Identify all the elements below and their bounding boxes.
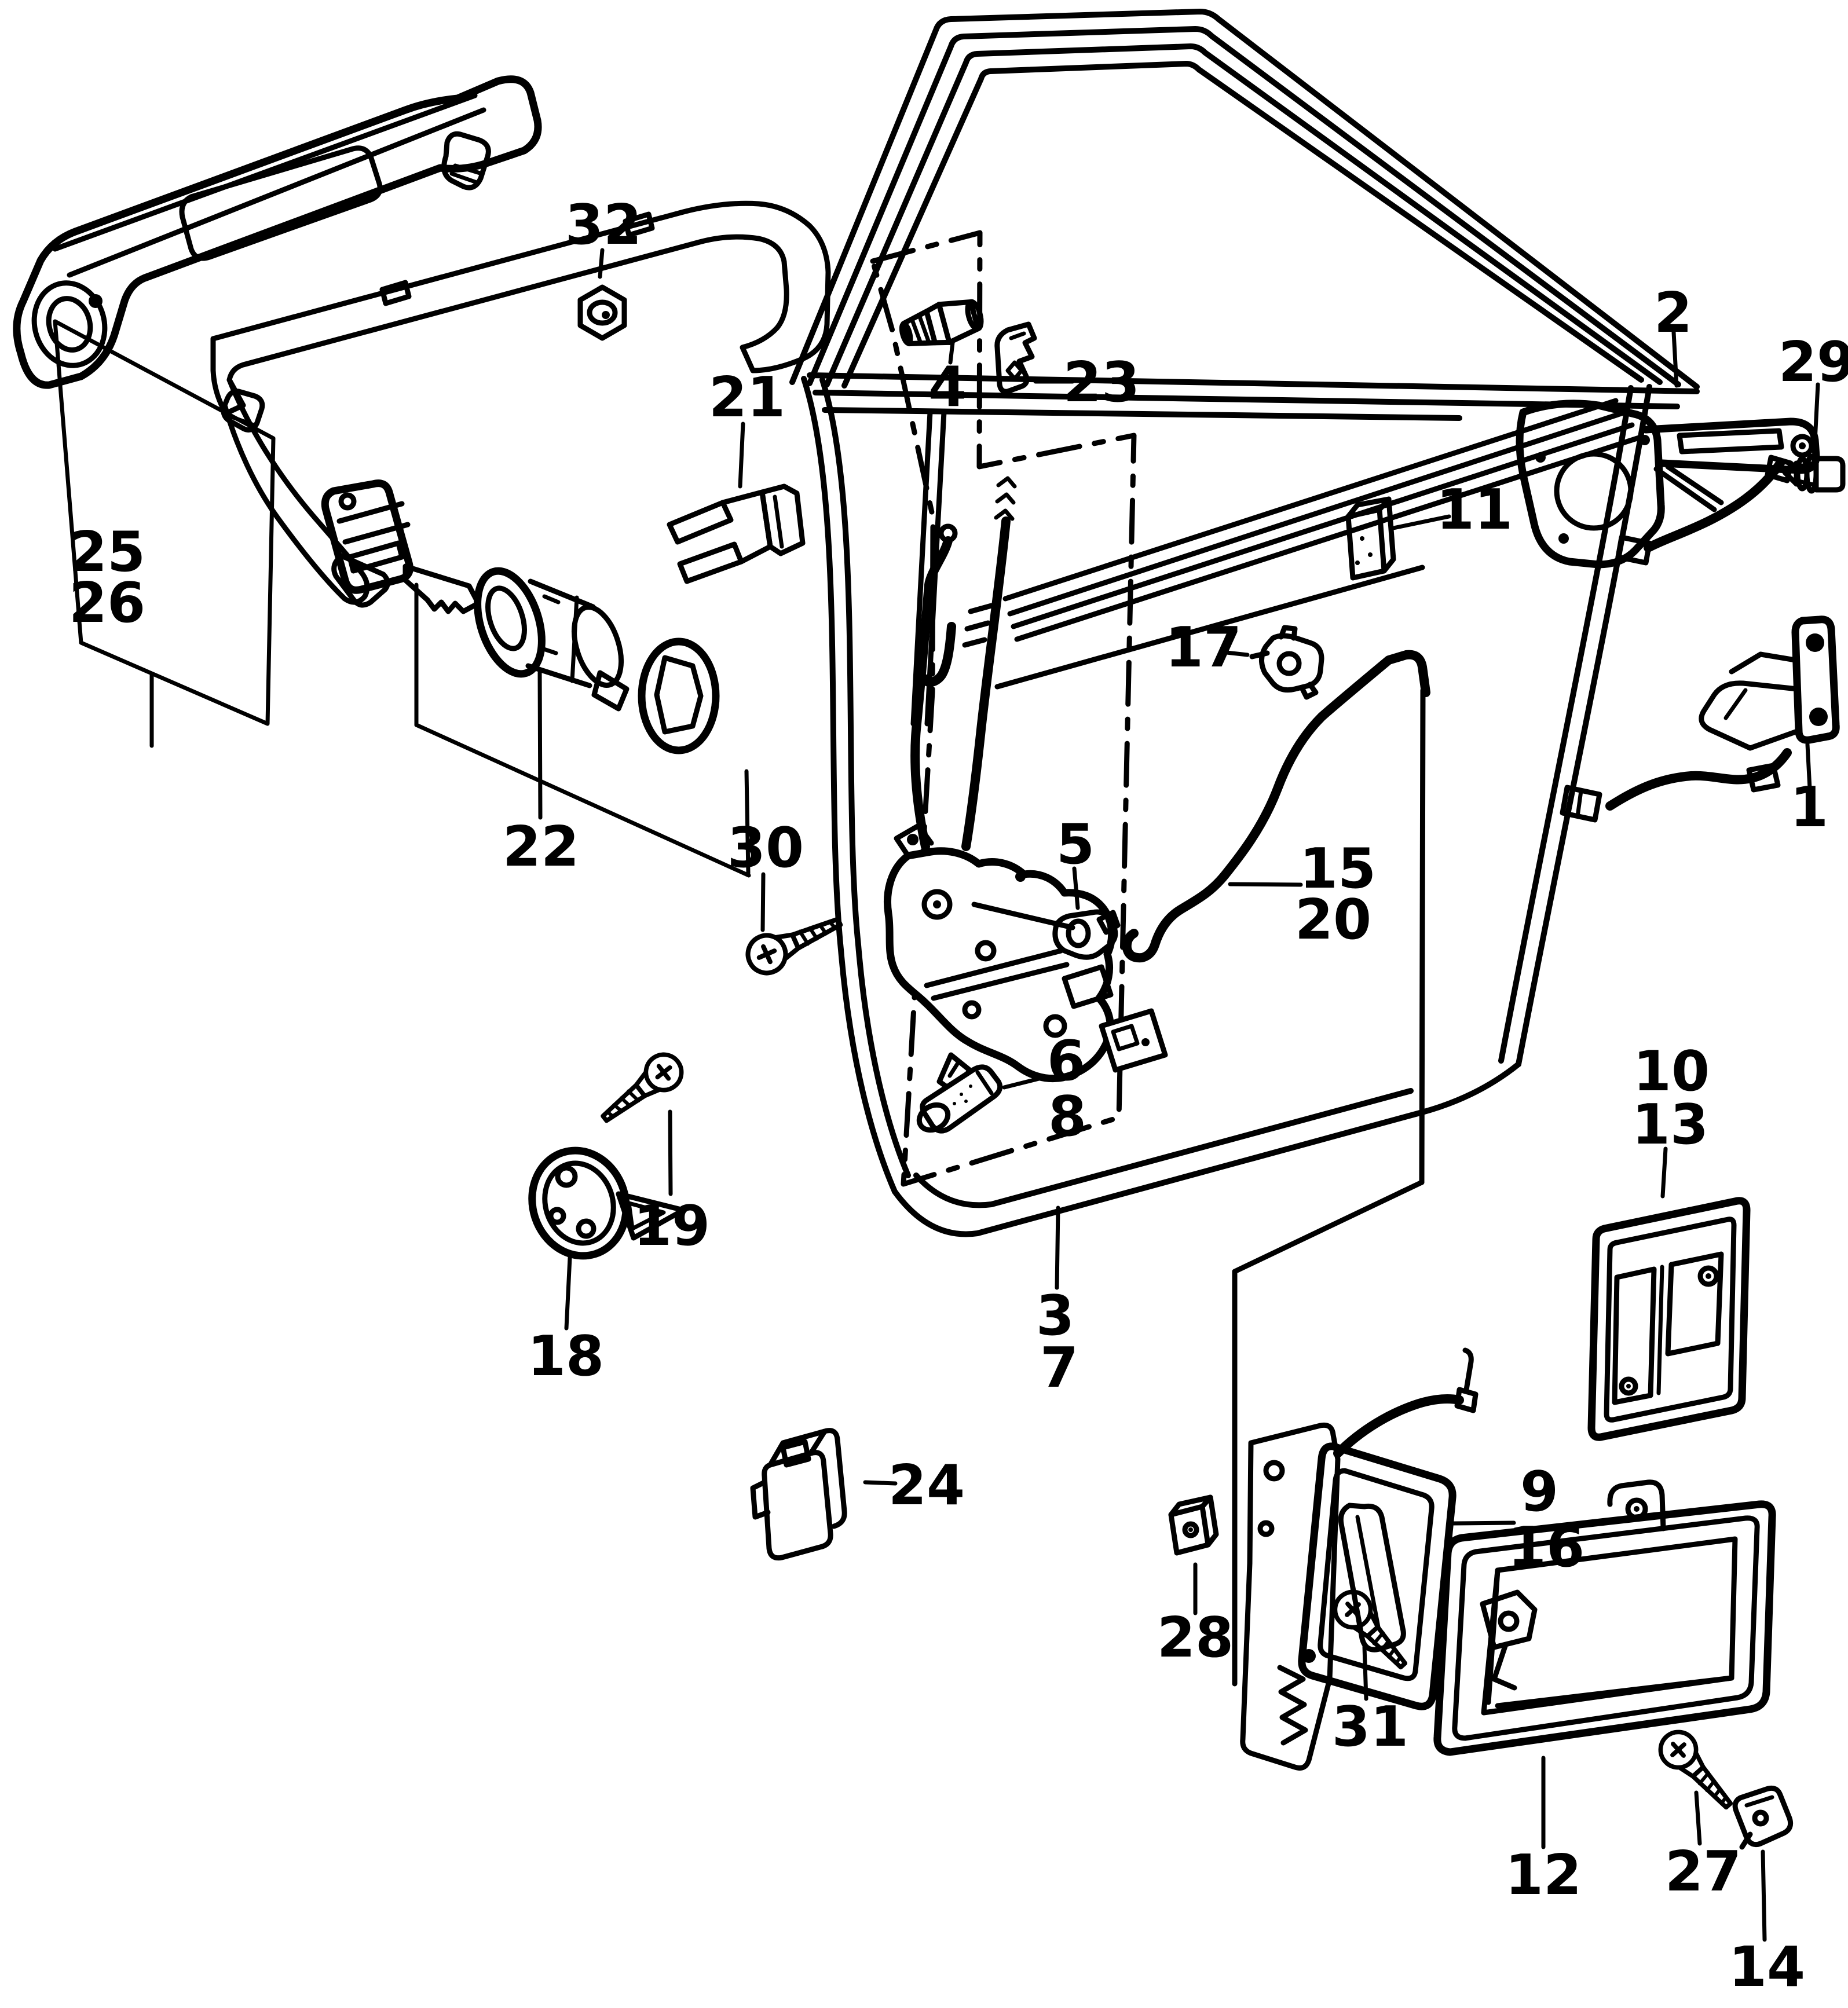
part-number-30: 30 xyxy=(727,816,804,880)
screw-30 xyxy=(742,905,847,979)
part-number-3: 3 xyxy=(1036,1284,1074,1348)
pocket-clip xyxy=(1732,1785,1794,1850)
part-number-7: 7 xyxy=(1040,1336,1078,1400)
part-number-1: 1 xyxy=(1790,776,1828,840)
callout-11-leader-0 xyxy=(1391,514,1451,530)
callout-14-leader-0 xyxy=(1761,1849,1767,1942)
part-number-2: 2 xyxy=(1654,281,1692,345)
part-number-29: 29 xyxy=(1779,331,1848,394)
door-pocket xyxy=(1433,1479,1776,1756)
cushion-block xyxy=(1345,496,1396,581)
callout-10-13-leader-0 xyxy=(1660,1146,1668,1199)
handle-clip xyxy=(1168,1494,1219,1556)
part-number-25: 25 xyxy=(69,521,145,584)
hinge-bolt xyxy=(1782,453,1846,494)
rod-snap-clip xyxy=(1052,909,1121,960)
part-number-17: 17 xyxy=(1165,616,1242,680)
callout-24-leader-0 xyxy=(863,1480,898,1486)
part-number-8: 8 xyxy=(1048,1085,1086,1149)
callout-29-leader-0 xyxy=(1813,382,1820,444)
part-number-9: 9 xyxy=(1520,1460,1558,1524)
part-number-21: 21 xyxy=(709,366,785,430)
callout-31-leader-0 xyxy=(1362,1644,1368,1701)
door-panel xyxy=(801,372,1700,1237)
callout-3-7-leader-0 xyxy=(1055,1205,1060,1290)
callout-21-leader-0 xyxy=(738,422,745,489)
nut xyxy=(577,284,627,341)
part-number-12: 12 xyxy=(1505,1844,1582,1907)
callout-5-leader-0 xyxy=(1072,866,1080,910)
door-rear-edge xyxy=(1516,384,1652,1067)
lock-knob xyxy=(916,1064,1003,1134)
lock-rods xyxy=(910,476,1017,851)
callout-19-leader-0 xyxy=(668,1109,673,1196)
part-number-14: 14 xyxy=(1729,1936,1805,1999)
part-number-32: 32 xyxy=(565,193,642,257)
callout-22-leader-3 xyxy=(744,769,751,875)
part-number-6: 6 xyxy=(1047,1029,1085,1093)
door-bottom-edge xyxy=(892,1061,1521,1237)
inside-door-handle xyxy=(1240,1347,1479,1771)
lock-cylinder xyxy=(474,567,630,712)
rod-fork-clip xyxy=(667,483,806,584)
striker-plate xyxy=(528,1146,686,1260)
part-number-26: 26 xyxy=(69,571,145,635)
rod-clip-23 xyxy=(994,321,1037,394)
part-number-15: 15 xyxy=(1300,837,1376,901)
callout-22-leader-1 xyxy=(414,723,751,878)
belt-line xyxy=(807,372,1700,394)
part-number-20: 20 xyxy=(1295,888,1371,952)
callout-27-leader-0 xyxy=(1694,1790,1702,1846)
callout-1-leader-0 xyxy=(1805,742,1812,791)
window-frame xyxy=(789,9,1700,390)
part-number-4: 4 xyxy=(928,356,967,419)
callout-2-leader-0 xyxy=(1671,330,1679,388)
callout-4-leader-0 xyxy=(948,340,955,365)
part-number-16: 16 xyxy=(1508,1516,1584,1580)
upper-door-hinge xyxy=(1516,400,1820,569)
part-number-22: 22 xyxy=(503,815,579,879)
callout-17-leader-0 xyxy=(1224,650,1250,657)
part-number-27: 27 xyxy=(1665,1840,1741,1904)
part-number-5: 5 xyxy=(1056,813,1095,877)
inside-handle-rod xyxy=(1122,650,1430,963)
callout-18-leader-0 xyxy=(564,1255,572,1331)
push-stud xyxy=(899,299,984,347)
part-number-28: 28 xyxy=(1157,1606,1234,1670)
part-number-23: 23 xyxy=(1063,351,1140,415)
screw-19 xyxy=(594,1047,689,1133)
callout-6-8-leader-0 xyxy=(1002,1076,1044,1090)
construction-lines xyxy=(1232,687,1426,1687)
part-number-31: 31 xyxy=(1332,1695,1408,1759)
glass-channel-clip xyxy=(750,1428,847,1561)
exterior-door-handle xyxy=(13,75,542,389)
handle-protector-plate xyxy=(53,319,276,726)
lower-door-hinge xyxy=(1560,615,1840,823)
part-number-18: 18 xyxy=(528,1325,604,1388)
part-number-24: 24 xyxy=(888,1454,965,1518)
part-number-13: 13 xyxy=(1632,1093,1708,1157)
part-number-19: 19 xyxy=(634,1194,710,1258)
cylinder-gasket xyxy=(638,637,720,754)
inside-handle-case xyxy=(1587,1197,1751,1441)
callout-32-leader-0 xyxy=(598,248,605,279)
callout-15-20-leader-0 xyxy=(1228,882,1303,887)
inner-belt-line xyxy=(1002,398,1619,602)
door-front-edge xyxy=(801,376,898,1194)
rod-grommet xyxy=(1249,625,1324,700)
door-latch-assembly xyxy=(884,823,1168,1110)
part-number-10: 10 xyxy=(1633,1040,1710,1104)
part-number-11: 11 xyxy=(1436,478,1513,542)
access-panel-dashed-outline xyxy=(870,230,1137,1187)
